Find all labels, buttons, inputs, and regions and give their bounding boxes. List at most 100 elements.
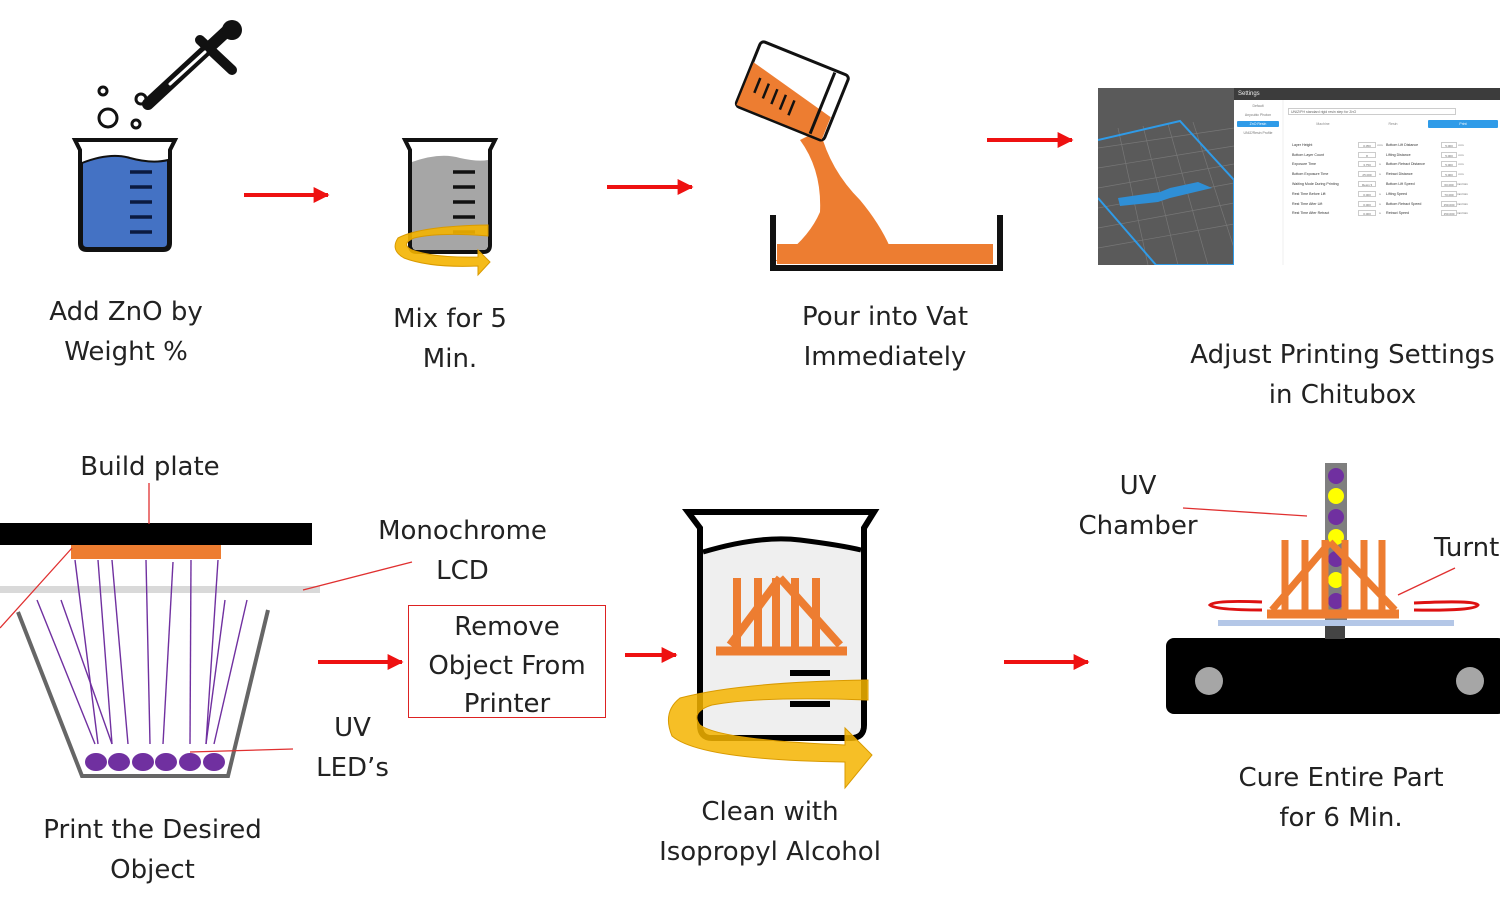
param-value-input[interactable]: 5.000	[1441, 161, 1457, 168]
param-name: Lifting Speed	[1386, 191, 1407, 196]
label-line: Immediately	[803, 342, 967, 372]
label-line: Clean with	[701, 797, 839, 827]
param-value-input[interactable]: 5.000	[1441, 141, 1457, 148]
param-value-input[interactable]: 3.750	[1358, 161, 1376, 168]
bubbles-icon	[97, 85, 148, 130]
step-label-print: Print the Desired Object	[20, 810, 285, 890]
step-label-clean: Clean with Isopropyl Alcohol	[640, 792, 900, 872]
label-line: Monochrome	[378, 516, 547, 546]
uv-chamber-icon	[1166, 463, 1500, 714]
profile-item-selected[interactable]: ZnO Resin	[1237, 121, 1279, 127]
chitubox-screenshot: Settings Default Anycubic Photon ZnO Res…	[1098, 88, 1500, 265]
param-name: Bottom Layer Count	[1292, 152, 1324, 157]
flow-arrows	[244, 132, 1090, 670]
param-unit: mm	[1458, 162, 1464, 167]
param-unit: mm/min	[1457, 191, 1468, 196]
param-value-input[interactable]: 150.000	[1441, 210, 1457, 217]
param-name: Waiting Mode During Printing	[1292, 182, 1339, 187]
step-label-remove: Remove Object From Printer	[408, 608, 606, 724]
param-value-input[interactable]: 8	[1358, 151, 1376, 158]
param-value-input[interactable]: 5.000	[1441, 171, 1457, 178]
param-value-input[interactable]: Resin ▾	[1358, 181, 1376, 188]
label-line: Print the Desired	[43, 815, 262, 845]
param-value-input[interactable]: 150.000	[1441, 200, 1457, 207]
monochrome-lcd	[0, 586, 320, 593]
param-value-input[interactable]: 60.000	[1441, 181, 1457, 188]
label-line: Remove	[454, 612, 560, 642]
profile-select[interactable]: UNIZ/PH standard rigid resin step for Zn…	[1288, 108, 1456, 115]
callout-build-plate: Build plate	[80, 452, 220, 482]
chitubox-window-title: Settings	[1234, 88, 1500, 100]
leader-lines	[0, 483, 413, 753]
label-line: Printer	[463, 689, 551, 719]
param-value-input[interactable]: 5.000	[1441, 151, 1457, 158]
param-name: Rest Time After Retract	[1292, 211, 1330, 216]
printed-part	[716, 575, 847, 656]
profile-item[interactable]: Anycubic Photon	[1244, 113, 1272, 117]
label-line: Cure Entire Part	[1238, 763, 1444, 793]
rotation-arrows	[1207, 599, 1480, 612]
label-line: Min.	[422, 344, 478, 374]
build-plate	[0, 523, 312, 545]
param-name: Bottom Exposure Time	[1292, 172, 1329, 177]
param-unit: s	[1379, 211, 1381, 216]
step-label-cure: Cure Entire Part for 6 Min.	[1210, 758, 1472, 838]
step-label-add-zno: Add ZnO by Weight %	[20, 292, 232, 372]
profile-item[interactable]: Default	[1252, 104, 1264, 108]
callout-monochrome-lcd: Monochrome LCD	[360, 511, 565, 591]
chitubox-3d-viewport	[1098, 88, 1235, 265]
param-value-input[interactable]: 0.050	[1358, 141, 1376, 148]
param-value-input[interactable]: 0.000	[1358, 190, 1376, 197]
param-value-input[interactable]: 25.000	[1358, 171, 1376, 178]
pour-vat-icon	[734, 40, 1003, 271]
label-line: LCD	[436, 556, 489, 586]
resin-printer-icon	[0, 483, 413, 778]
param-value-input[interactable]: 70.000	[1441, 190, 1457, 197]
callout-uv-leds: UV LED’s	[300, 708, 405, 788]
param-value-input[interactable]: 0.000	[1358, 200, 1376, 207]
param-name: Bottom Retract Distance	[1386, 162, 1425, 167]
label-line: Object From	[428, 650, 586, 681]
param-unit: s	[1379, 191, 1381, 196]
beaker-dropper-icon	[71, 20, 242, 252]
label-line: UV	[334, 713, 371, 743]
param-name: Exposure Time	[1292, 162, 1316, 167]
profile-item[interactable]: UNIZ/Resin Profile	[1243, 131, 1273, 135]
chitubox-params: UNIZ/PH standard rigid resin step for Zn…	[1284, 100, 1500, 265]
param-name: Retract Distance	[1386, 172, 1413, 177]
cured-part	[1267, 539, 1399, 619]
param-name: Bottom Retract Speed	[1386, 201, 1422, 206]
tab-machine[interactable]: Machine	[1316, 122, 1330, 126]
param-unit: mm	[1458, 152, 1464, 157]
beaker-wash-icon	[667, 509, 880, 790]
param-unit: mm/min	[1457, 211, 1468, 216]
param-name: Bottom Lift Distance	[1386, 142, 1419, 147]
param-unit: mm	[1458, 172, 1464, 177]
step-label-pour: Pour into Vat Immediately	[755, 297, 1015, 377]
param-value-input[interactable]: 0.000	[1358, 210, 1376, 217]
step-label-mix: Mix for 5 Min.	[350, 299, 550, 379]
dropper-icon	[142, 20, 242, 110]
label-line: Isopropyl Alcohol	[659, 837, 881, 867]
tab-resin[interactable]: Resin	[1388, 122, 1398, 126]
chitubox-tabs: Machine Resin Print	[1288, 120, 1498, 128]
param-unit: s	[1379, 172, 1381, 177]
param-name: Rest Time After Lift	[1292, 201, 1323, 206]
label-line: Mix for 5	[393, 304, 507, 334]
param-unit: mm	[1377, 142, 1383, 147]
param-unit: mm/min	[1457, 182, 1468, 187]
param-unit: mm	[1458, 142, 1464, 147]
label-line: for 6 Min.	[1279, 803, 1403, 833]
tab-print[interactable]: Print	[1428, 120, 1498, 128]
uv-leds	[85, 753, 225, 771]
beaker-stir-icon	[394, 138, 499, 277]
